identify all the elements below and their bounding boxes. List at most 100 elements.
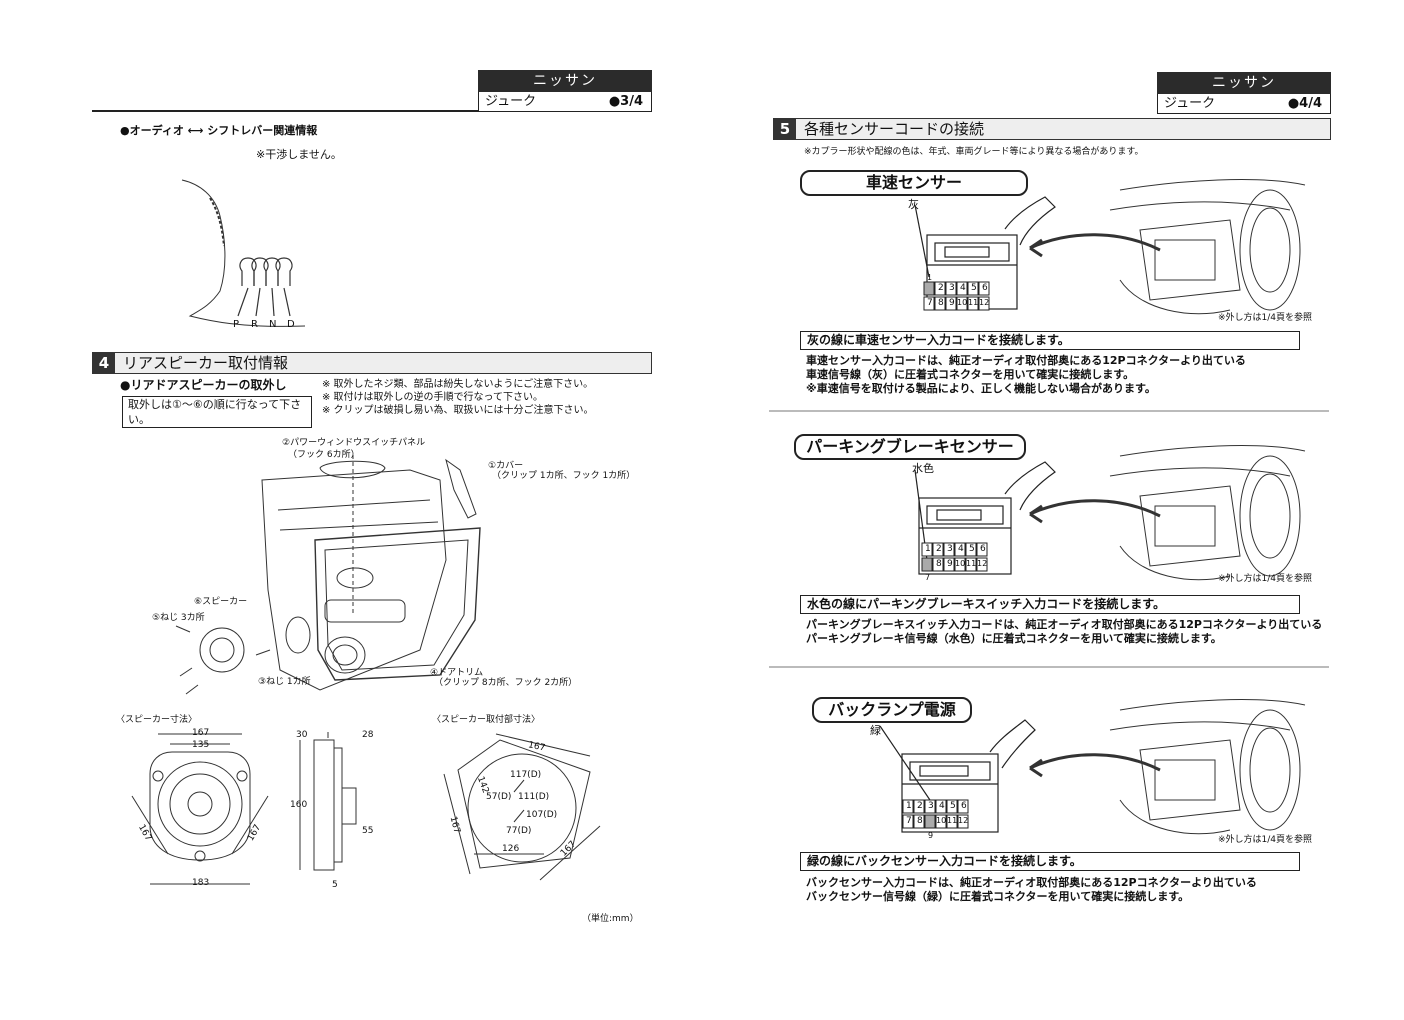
- dashboard-illustration-parking: [1029, 445, 1306, 581]
- callout-door-trim-sub: （クリップ 8カ所、フック 2カ所）: [434, 678, 578, 688]
- speaker-dim-width: 167: [192, 728, 210, 738]
- desc-backlamp-1: バックセンサー入力コードは、純正オーディオ取付部奥にある12Pコネクターより出て…: [806, 876, 1257, 889]
- side-dim-30: 30: [296, 730, 308, 740]
- pin-back-12: 12: [958, 816, 969, 825]
- wire-color-lightblue: 水色: [912, 462, 934, 475]
- pin-parking-9: 9: [947, 559, 953, 569]
- pin-speed-2: 2: [938, 283, 944, 293]
- pin-back-10: 10: [936, 816, 947, 825]
- left-header-rule: [92, 110, 478, 112]
- pin-parking-8: 8: [936, 559, 942, 569]
- pin-mark-1: 1: [927, 273, 933, 282]
- callout-power-window: ②パワーウィンドウスイッチパネル: [282, 438, 426, 448]
- pin-speed-10: 10: [957, 298, 968, 307]
- shift-lever-drawing: [181, 179, 306, 327]
- section4-subtitle: ●リアドアスピーカーの取外し: [120, 378, 287, 392]
- speaker-dims-title: 〈スピーカー寸法〉: [116, 715, 198, 725]
- caution-3: ※ クリップは破損し易い為、取扱いには十分ご注意下さい。: [322, 405, 594, 416]
- side-dim-55: 55: [362, 826, 374, 836]
- pin-speed-4: 4: [960, 283, 966, 293]
- callout-cover-sub: （クリップ 1カ所、フック 1カ所）: [492, 471, 636, 481]
- shift-label-n: N: [269, 319, 277, 330]
- mount-dim-126: 126: [502, 844, 520, 854]
- removal-ref-2: ※外し方は1/4頁を参照: [1218, 574, 1313, 584]
- pin-parking-1: 1: [925, 544, 931, 554]
- desc-parking-2: パーキングブレーキ信号線（水色）に圧着式コネクターを用いて確実に接続します。: [806, 632, 1222, 645]
- instruction-backlamp: 緑の線にバックセンサー入力コードを接続します。: [800, 852, 1300, 871]
- pin-back-6: 6: [961, 801, 967, 811]
- callout-power-window-sub: （フック 6カ所）: [288, 450, 360, 460]
- section4-title: リアスピーカー取付情報: [123, 354, 289, 372]
- mount-dims-title: 〈スピーカー取付部寸法〉: [432, 715, 541, 725]
- section4-header: 4 リアスピーカー取付情報: [92, 352, 652, 374]
- mount-dimension-drawing: [443, 733, 601, 881]
- left-page-number: ●3/4: [608, 94, 643, 109]
- right-model-name: ジューク: [1164, 96, 1216, 111]
- callout-screw1: ③ねじ 1カ所: [258, 677, 311, 687]
- connector-backlamp: [879, 719, 1036, 833]
- pin-speed-6: 6: [982, 283, 988, 293]
- callout-cover: ①カバー: [488, 461, 524, 471]
- pin-back-2: 2: [917, 801, 923, 811]
- pin-parking-2: 2: [936, 544, 942, 554]
- shift-label-d: D: [287, 319, 295, 330]
- removal-ref-1: ※外し方は1/4頁を参照: [1218, 313, 1313, 323]
- left-model-name: ジューク: [485, 94, 537, 109]
- pin-mark-7: 7: [925, 573, 931, 582]
- pin-back-3: 3: [928, 801, 934, 811]
- mount-dim-57d: 57(D): [486, 792, 512, 802]
- section-divider-1: [769, 410, 1329, 412]
- side-dim-160: 160: [290, 800, 308, 810]
- pin-speed-7: 7: [927, 298, 933, 308]
- side-dim-5: 5: [332, 880, 338, 890]
- section5-title: 各種センサーコードの接続: [804, 120, 985, 138]
- section4-number: 4: [93, 353, 115, 373]
- pin-speed-11: 11: [968, 298, 979, 307]
- pin-speed-12: 12: [979, 298, 990, 307]
- connector-speed: [914, 196, 1056, 310]
- speaker-side-drawing: [299, 732, 357, 871]
- dashboard-illustration-speed: [1029, 179, 1306, 315]
- pin-parking-5: 5: [969, 544, 975, 554]
- instruction-parking: 水色の線にパーキングブレーキスイッチ入力コードを接続します。: [800, 595, 1300, 614]
- pin-parking-10: 10: [955, 559, 966, 568]
- section-divider-2: [769, 666, 1329, 668]
- pin-parking-6: 6: [980, 544, 986, 554]
- pin-back-11: 11: [947, 816, 958, 825]
- removal-ref-3: ※外し方は1/4頁を参照: [1218, 835, 1313, 845]
- mount-dim-117d: 117(D): [510, 770, 542, 780]
- pin-speed-9: 9: [949, 298, 955, 308]
- section5-number: 5: [774, 119, 796, 139]
- callout-speaker: ⑥スピーカー: [194, 597, 248, 607]
- right-page-number: ●4/4: [1287, 96, 1322, 111]
- unit-note: （単位:mm）: [582, 914, 639, 924]
- pin-back-1: 1: [906, 801, 912, 811]
- sensor-title-speed: 車速センサー: [800, 170, 1028, 196]
- pin-grid-parking-svg: [921, 542, 988, 572]
- right-maker-label: ニッサン: [1157, 72, 1331, 94]
- instruction-speed: 灰の線に車速センサー入力コードを接続します。: [800, 331, 1300, 350]
- connector-parking: [914, 461, 1056, 575]
- caution-2: ※ 取付けは取外しの逆の手順で行なって下さい。: [322, 392, 544, 403]
- speaker-dimension-drawing: [131, 733, 269, 885]
- pin-speed-5: 5: [971, 283, 977, 293]
- wire-color-green: 緑: [870, 724, 881, 737]
- pin-back-4: 4: [939, 801, 945, 811]
- desc-speed-3: ※車速信号を取付ける製品により、正しく機能しない場合があります。: [806, 382, 1156, 395]
- desc-speed-1: 車速センサー入力コードは、純正オーディオ取付部奥にある12Pコネクターより出てい…: [806, 354, 1246, 367]
- dashboard-illustration-backlamp: [1029, 699, 1306, 835]
- pin-grid-backlamp-svg: [902, 799, 969, 829]
- pin-parking-4: 4: [958, 544, 964, 554]
- desc-backlamp-2: バックセンサー信号線（緑）に圧着式コネクターを用いて確実に接続します。: [806, 890, 1190, 903]
- pin-grid-speed-svg: [923, 281, 990, 311]
- desc-speed-2: 車速信号線（灰）に圧着式コネクターを用いて確実に接続します。: [806, 368, 1135, 381]
- removal-order-note: 取外しは①～⑥の順に行なって下さい。: [122, 396, 312, 428]
- pin-speed-3: 3: [949, 283, 955, 293]
- pin-parking-12: 12: [977, 559, 988, 568]
- pin-back-7: 7: [906, 816, 912, 826]
- callout-screw3: ⑤ねじ 3カ所: [152, 613, 205, 623]
- desc-parking-1: パーキングブレーキスイッチ入力コードは、純正オーディオ取付部奥にある12Pコネク…: [806, 618, 1323, 631]
- shift-note: ※干渉しません。: [256, 148, 342, 161]
- mount-dim-77d: 77(D): [506, 826, 532, 836]
- caution-1: ※ 取外したネジ類、部品は紛失しないようにご注意下さい。: [322, 379, 594, 390]
